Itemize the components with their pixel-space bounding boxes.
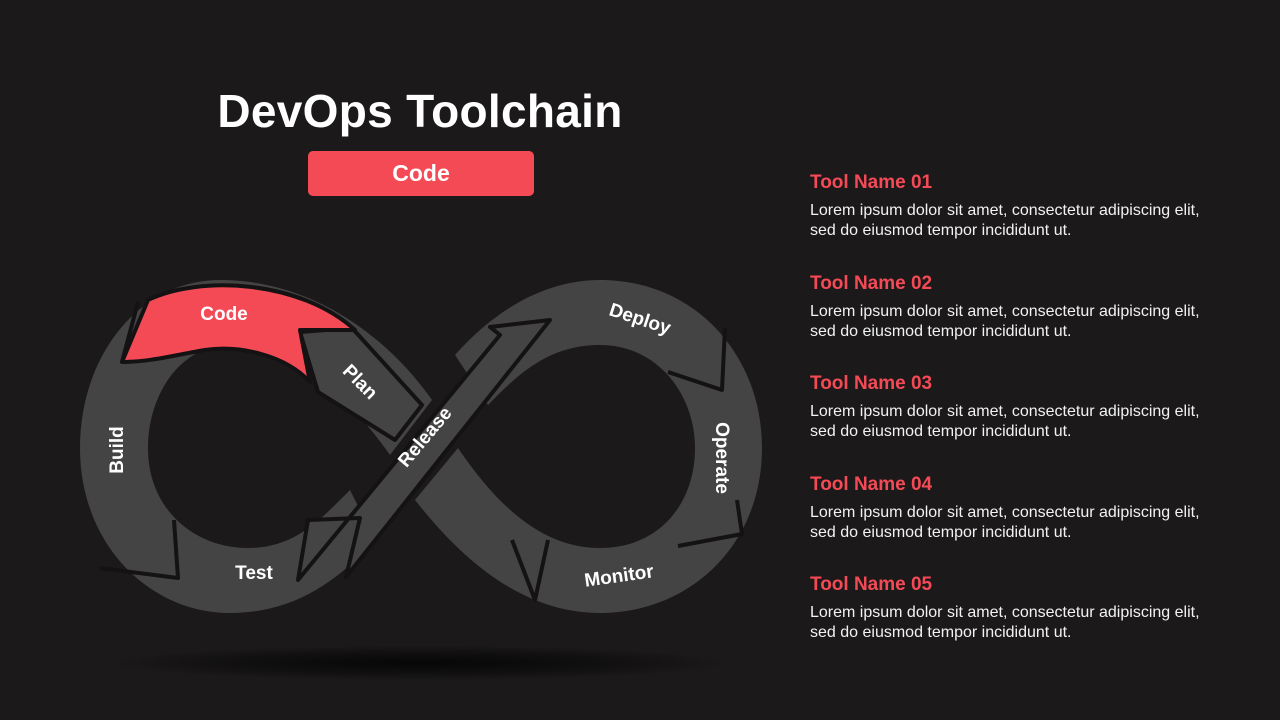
tool-name: Tool Name 04: [810, 473, 933, 495]
floor-shadow: [115, 646, 725, 680]
segment-dividers: [99, 301, 744, 602]
right-loop-ring: [415, 280, 762, 613]
tool-description: Lorem ipsum dolor sit amet, consectetur …: [810, 202, 1200, 239]
tool-description: Lorem ipsum dolor sit amet, consectetur …: [810, 503, 1200, 541]
test-label: Test: [235, 563, 273, 584]
tool-name: Tool Name 02: [810, 272, 933, 294]
tool-item: Tool Name 03 Lorem ipsum dolor sit amet,…: [810, 371, 1230, 472]
tool-item: Tool Name 05 Lorem ipsum dolor sit amet,…: [810, 572, 1230, 673]
code-label: Code: [200, 304, 248, 325]
active-stage-badge: Code: [308, 151, 534, 196]
code-segment: [120, 283, 357, 384]
operate-label: Operate: [711, 422, 732, 494]
build-label: Build: [107, 426, 128, 474]
tool-name: Tool Name 03: [810, 373, 933, 394]
tool-name: Tool Name 01: [810, 172, 933, 193]
tool-description: Lorem ipsum dolor sit amet, consectetur …: [810, 302, 1200, 340]
tool-description: Lorem ipsum dolor sit amet, consectetur …: [810, 604, 1200, 641]
slide-title: DevOps Toolchain: [217, 85, 623, 137]
release-segment: [296, 318, 552, 582]
tool-item: Tool Name 01 Lorem ipsum dolor sit amet,…: [810, 170, 1230, 271]
tool-name: Tool Name 05: [810, 574, 933, 595]
tool-item: Tool Name 04 Lorem ipsum dolor sit amet,…: [810, 472, 1230, 573]
tool-description: Lorem ipsum dolor sit amet, consectetur …: [810, 403, 1200, 440]
tool-item: Tool Name 02 Lorem ipsum dolor sit amet,…: [810, 271, 1230, 372]
tool-list: Tool Name 01 Lorem ipsum dolor sit amet,…: [810, 170, 1230, 673]
